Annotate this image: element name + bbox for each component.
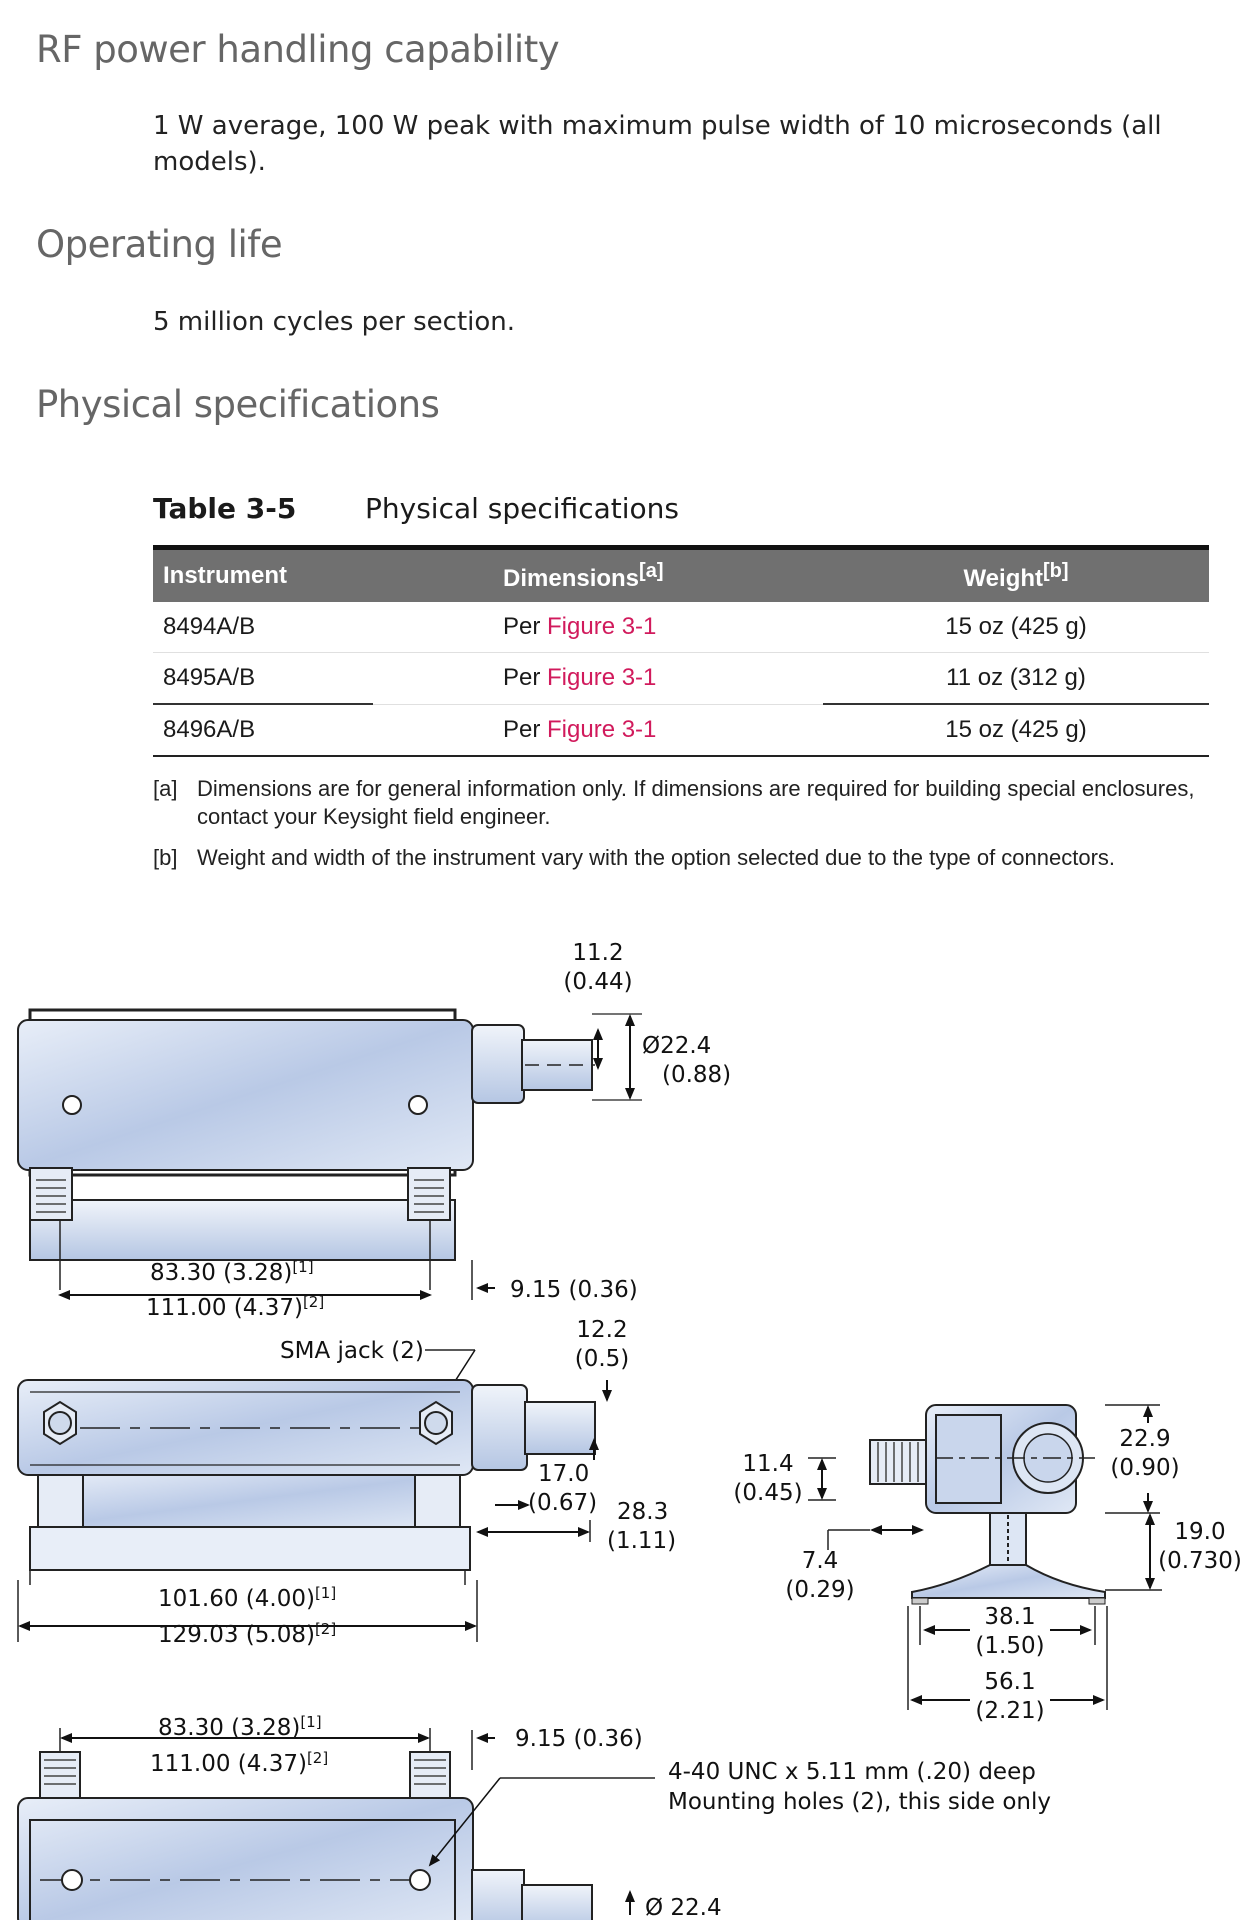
dim-hole-spacing-1: 83.30 (3.28)[1] — [150, 1258, 314, 1286]
dim-mid-conn-length: 12.2 — [576, 1317, 627, 1343]
dim-diameter-in: (0.88) — [662, 1062, 731, 1088]
header-dimensions: Dimensions[a] — [373, 545, 823, 602]
cell-weight: 15 oz (425 g) — [823, 602, 1209, 653]
rf-power-text: 1 W average, 100 W peak with maximum pul… — [153, 111, 1162, 177]
figure-link[interactable]: Figure 3-1 — [547, 664, 657, 692]
dim-bottom-diameter: Ø 22.4 — [645, 1895, 722, 1920]
section-heading-physical: Physical specifications — [36, 383, 440, 426]
figure-link[interactable]: Figure 3-1 — [547, 715, 657, 743]
dim-hole-spacing-2: 111.00 (4.37)[2] — [146, 1293, 324, 1321]
cell-dim-prefix: Per — [503, 664, 548, 692]
dim-end-b: 7.4 — [802, 1548, 839, 1574]
cell-weight: 15 oz (425 g) — [823, 704, 1209, 757]
footnote-a: [a] Dimensions are for general informatio… — [153, 775, 1203, 831]
mounting-hole-spec: 4-40 UNC x 5.11 mm (.20) deep — [668, 1759, 1036, 1785]
dim-end-d: 19.0 — [1174, 1519, 1225, 1545]
dimension-drawing: 11.2 (0.44) Ø22.4 (0.88) 83.30 (3.28)[1]… — [17, 940, 1240, 1920]
dim-conn-length-in: (0.44) — [563, 969, 632, 995]
dim-mid-conn-length-in: (0.5) — [575, 1346, 630, 1372]
header-instrument: Instrument — [153, 545, 373, 602]
end-sma-port — [869, 1439, 927, 1485]
operating-life-text: 5 million cycles per section. — [153, 307, 516, 337]
cell-dimensions: Per Figure 3-1 — [373, 602, 823, 653]
top-view: 11.2 (0.44) Ø22.4 (0.88) 83.30 (3.28)[1]… — [17, 940, 731, 1321]
footnote-tag: [b] — [153, 845, 178, 870]
bottom-body — [17, 1797, 474, 1920]
dim-end-a: 11.4 — [742, 1451, 793, 1477]
header-weight-label: Weight — [963, 564, 1043, 592]
mounting-hole — [408, 1095, 428, 1115]
cell-weight: 11 oz (312 g) — [823, 652, 1209, 705]
footnote-b: [b] Weight and width of the instrument va… — [153, 844, 1203, 872]
section-heading-operating-life: Operating life — [36, 223, 283, 266]
side-view: SMA jack (2) 12.2 (0.5) 17.0 (0.67) 28.3… — [17, 1317, 676, 1648]
switch-body — [17, 1019, 474, 1171]
figure-link[interactable]: Figure 3-1 — [547, 613, 657, 640]
header-dimensions-note: [a] — [639, 559, 664, 582]
section-heading-rf-power: RF power handling capability — [36, 28, 560, 71]
footnote-text: Dimensions are for general information o… — [197, 776, 1195, 829]
connector-body — [471, 1024, 525, 1104]
dim-diameter: Ø22.4 — [642, 1033, 711, 1059]
cell-dimensions: Per Figure 3-1 — [373, 652, 823, 705]
dim-end-e-in: (1.50) — [975, 1633, 1044, 1659]
dim-h1: 17.0 — [538, 1461, 589, 1487]
dim-end-a-in: (0.45) — [733, 1480, 802, 1506]
table-title: Physical specifications — [365, 492, 679, 525]
header-dimensions-label: Dimensions — [503, 564, 640, 592]
table-caption: Table 3-5 Physical specifications — [153, 492, 679, 525]
cell-instrument: 8494A/B — [153, 602, 373, 653]
dim-end-c: 22.9 — [1119, 1426, 1170, 1452]
table-number: Table 3-5 — [153, 492, 297, 525]
dim-h2: 28.3 — [617, 1499, 668, 1525]
dim-length-2: 129.03 (5.08)[2] — [158, 1620, 336, 1648]
table-row: 8495A/B Per Figure 3-1 11 oz (312 g) — [153, 652, 1209, 705]
table-header-row: Instrument Dimensions[a] Weight[b] — [153, 545, 1209, 602]
dim-h1-in: (0.67) — [528, 1490, 597, 1516]
cell-dimensions: Per Figure 3-1 — [373, 704, 823, 757]
dim-conn-length: 11.2 — [572, 940, 623, 966]
header-weight: Weight[b] — [823, 545, 1209, 602]
dim-end-b-in: (0.29) — [785, 1577, 854, 1603]
dim-end-e: 38.1 — [984, 1604, 1035, 1630]
mounting-hole — [61, 1869, 83, 1891]
dim-length-1: 101.60 (4.00)[1] — [158, 1584, 336, 1612]
mounting-hole — [409, 1869, 431, 1891]
cell-dim-prefix: Per — [503, 715, 548, 743]
header-weight-note: [b] — [1043, 559, 1069, 582]
dim-bottom-hole-spacing-1: 83.30 (3.28)[1] — [158, 1713, 322, 1741]
mounting-hole-note: Mounting holes (2), this side only — [668, 1789, 1051, 1815]
end-view: 11.4 (0.45) 7.4 (0.29) 22.9 (0.90) 19.0 … — [733, 1404, 1240, 1732]
dim-h2-in: (1.11) — [607, 1528, 676, 1554]
table-row: 8496A/B Per Figure 3-1 15 oz (425 g) — [153, 704, 1209, 757]
dim-bottom-hole-spacing-2: 111.00 (4.37)[2] — [150, 1749, 328, 1777]
cell-instrument: 8496A/B — [153, 704, 373, 757]
dim-end-f-in: (2.21) — [975, 1698, 1044, 1724]
dim-bottom-offset: 9.15 (0.36) — [515, 1726, 643, 1752]
dim-end-f: 56.1 — [984, 1669, 1035, 1695]
dim-end-d-in: (0.730) — [1158, 1548, 1240, 1574]
bottom-view: 83.30 (3.28)[1] 111.00 (4.37)[2] 9.15 (0… — [17, 1713, 1051, 1920]
table-row: 8494A/B Per Figure 3-1 15 oz (425 g) — [153, 602, 1209, 653]
dim-end-c-in: (0.90) — [1110, 1455, 1179, 1481]
physical-spec-table: Instrument Dimensions[a] Weight[b] 8494A… — [153, 545, 1209, 757]
footnote-text: Weight and width of the instrument vary … — [197, 845, 1116, 870]
mounting-hole — [62, 1095, 82, 1115]
cell-dim-prefix: Per — [503, 613, 548, 640]
cell-instrument: 8495A/B — [153, 652, 373, 705]
footnote-tag: [a] — [153, 776, 178, 801]
dim-offset: 9.15 (0.36) — [510, 1277, 638, 1303]
sma-jack-label: SMA jack (2) — [280, 1338, 424, 1364]
